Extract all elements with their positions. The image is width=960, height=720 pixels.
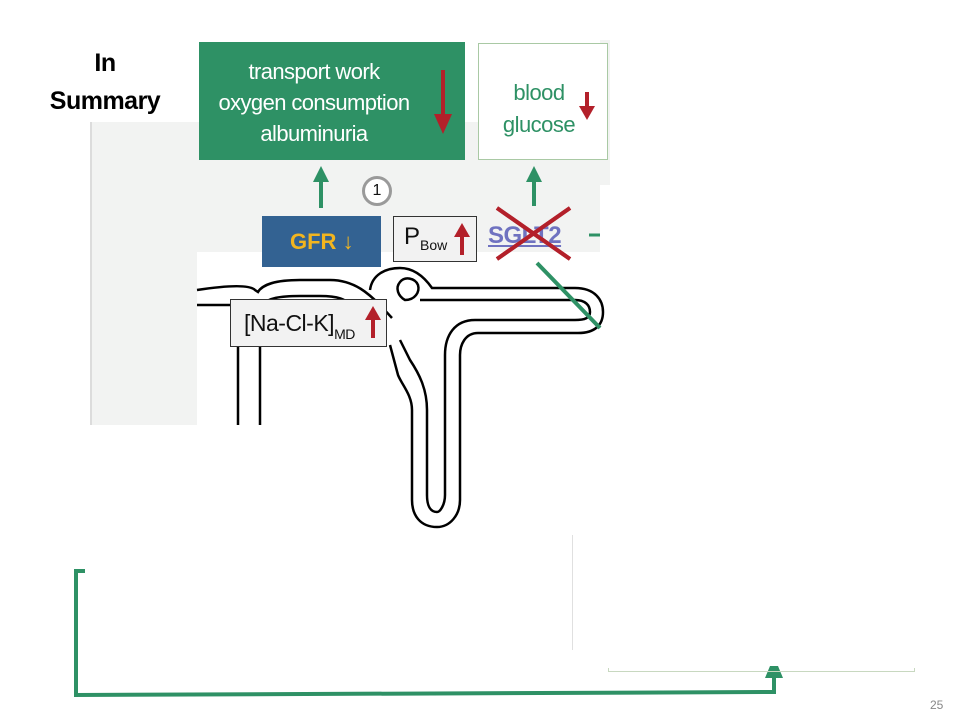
tubule-bowman-inner	[396, 277, 420, 302]
p-bow-main: P	[404, 223, 421, 250]
title-line-2: Summary	[49, 87, 161, 115]
arrow-up-icon	[365, 306, 381, 338]
effect-transport-work: transport work	[248, 59, 381, 84]
background-panel	[90, 122, 199, 425]
arrow-down-icon	[579, 92, 595, 120]
sglt2-label: SGLT2	[488, 222, 562, 249]
blood-glucose-box: blood glucose	[478, 43, 608, 160]
tubule-outer-loop	[368, 266, 605, 529]
arrow-down-icon: ↓	[342, 229, 354, 254]
tubule-inner-loop	[398, 298, 592, 514]
arrow-gfr-to-effects	[313, 166, 329, 208]
na-cl-k-label: [Na-Cl-K]MD	[244, 310, 355, 342]
blood-glucose-text: blood glucose	[489, 77, 589, 141]
feedback-loop-line	[74, 569, 776, 698]
step-marker: 1	[362, 176, 392, 206]
gfr-label: GFR ↓	[290, 229, 354, 255]
p-bow-label: PBow	[404, 223, 447, 253]
effect-albuminuria: albuminuria	[260, 121, 368, 146]
p-bow-box: PBow	[393, 216, 477, 262]
arrow-head	[313, 166, 329, 182]
green-diagonal-line	[535, 261, 602, 330]
na-cl-k-main: [Na-Cl-K]	[244, 310, 335, 336]
effects-text: transport work oxygen consumption albumi…	[199, 56, 429, 149]
na-cl-k-box: [Na-Cl-K]MD	[230, 299, 387, 347]
gfr-text: GFR	[290, 229, 337, 254]
glucose-line-1: blood	[513, 80, 565, 105]
title-line-1: In	[94, 49, 116, 77]
tubule-background	[197, 252, 600, 532]
gfr-box: GFR ↓	[262, 216, 381, 267]
tubule-outer-top-left	[196, 278, 393, 319]
arrow-up-icon	[454, 223, 470, 255]
p-bow-subscript: Bow	[420, 237, 448, 253]
feedback-arrow-head	[765, 666, 783, 678]
glucose-line-2: glucose	[502, 112, 576, 137]
effects-box: transport work oxygen consumption albumi…	[199, 42, 465, 160]
bracket-line	[608, 668, 915, 672]
arrow-down-icon	[434, 70, 452, 134]
na-cl-k-subscript: MD	[334, 326, 355, 342]
divider-line	[572, 535, 573, 650]
arrow-sglt2-to-glucose	[526, 166, 542, 206]
page-number: 25	[930, 698, 944, 712]
slide-title: In Summary	[40, 44, 170, 120]
arrow-head	[526, 166, 542, 182]
tubule-left-descending	[236, 345, 262, 425]
effect-oxygen-consumption: oxygen consumption	[218, 90, 411, 115]
